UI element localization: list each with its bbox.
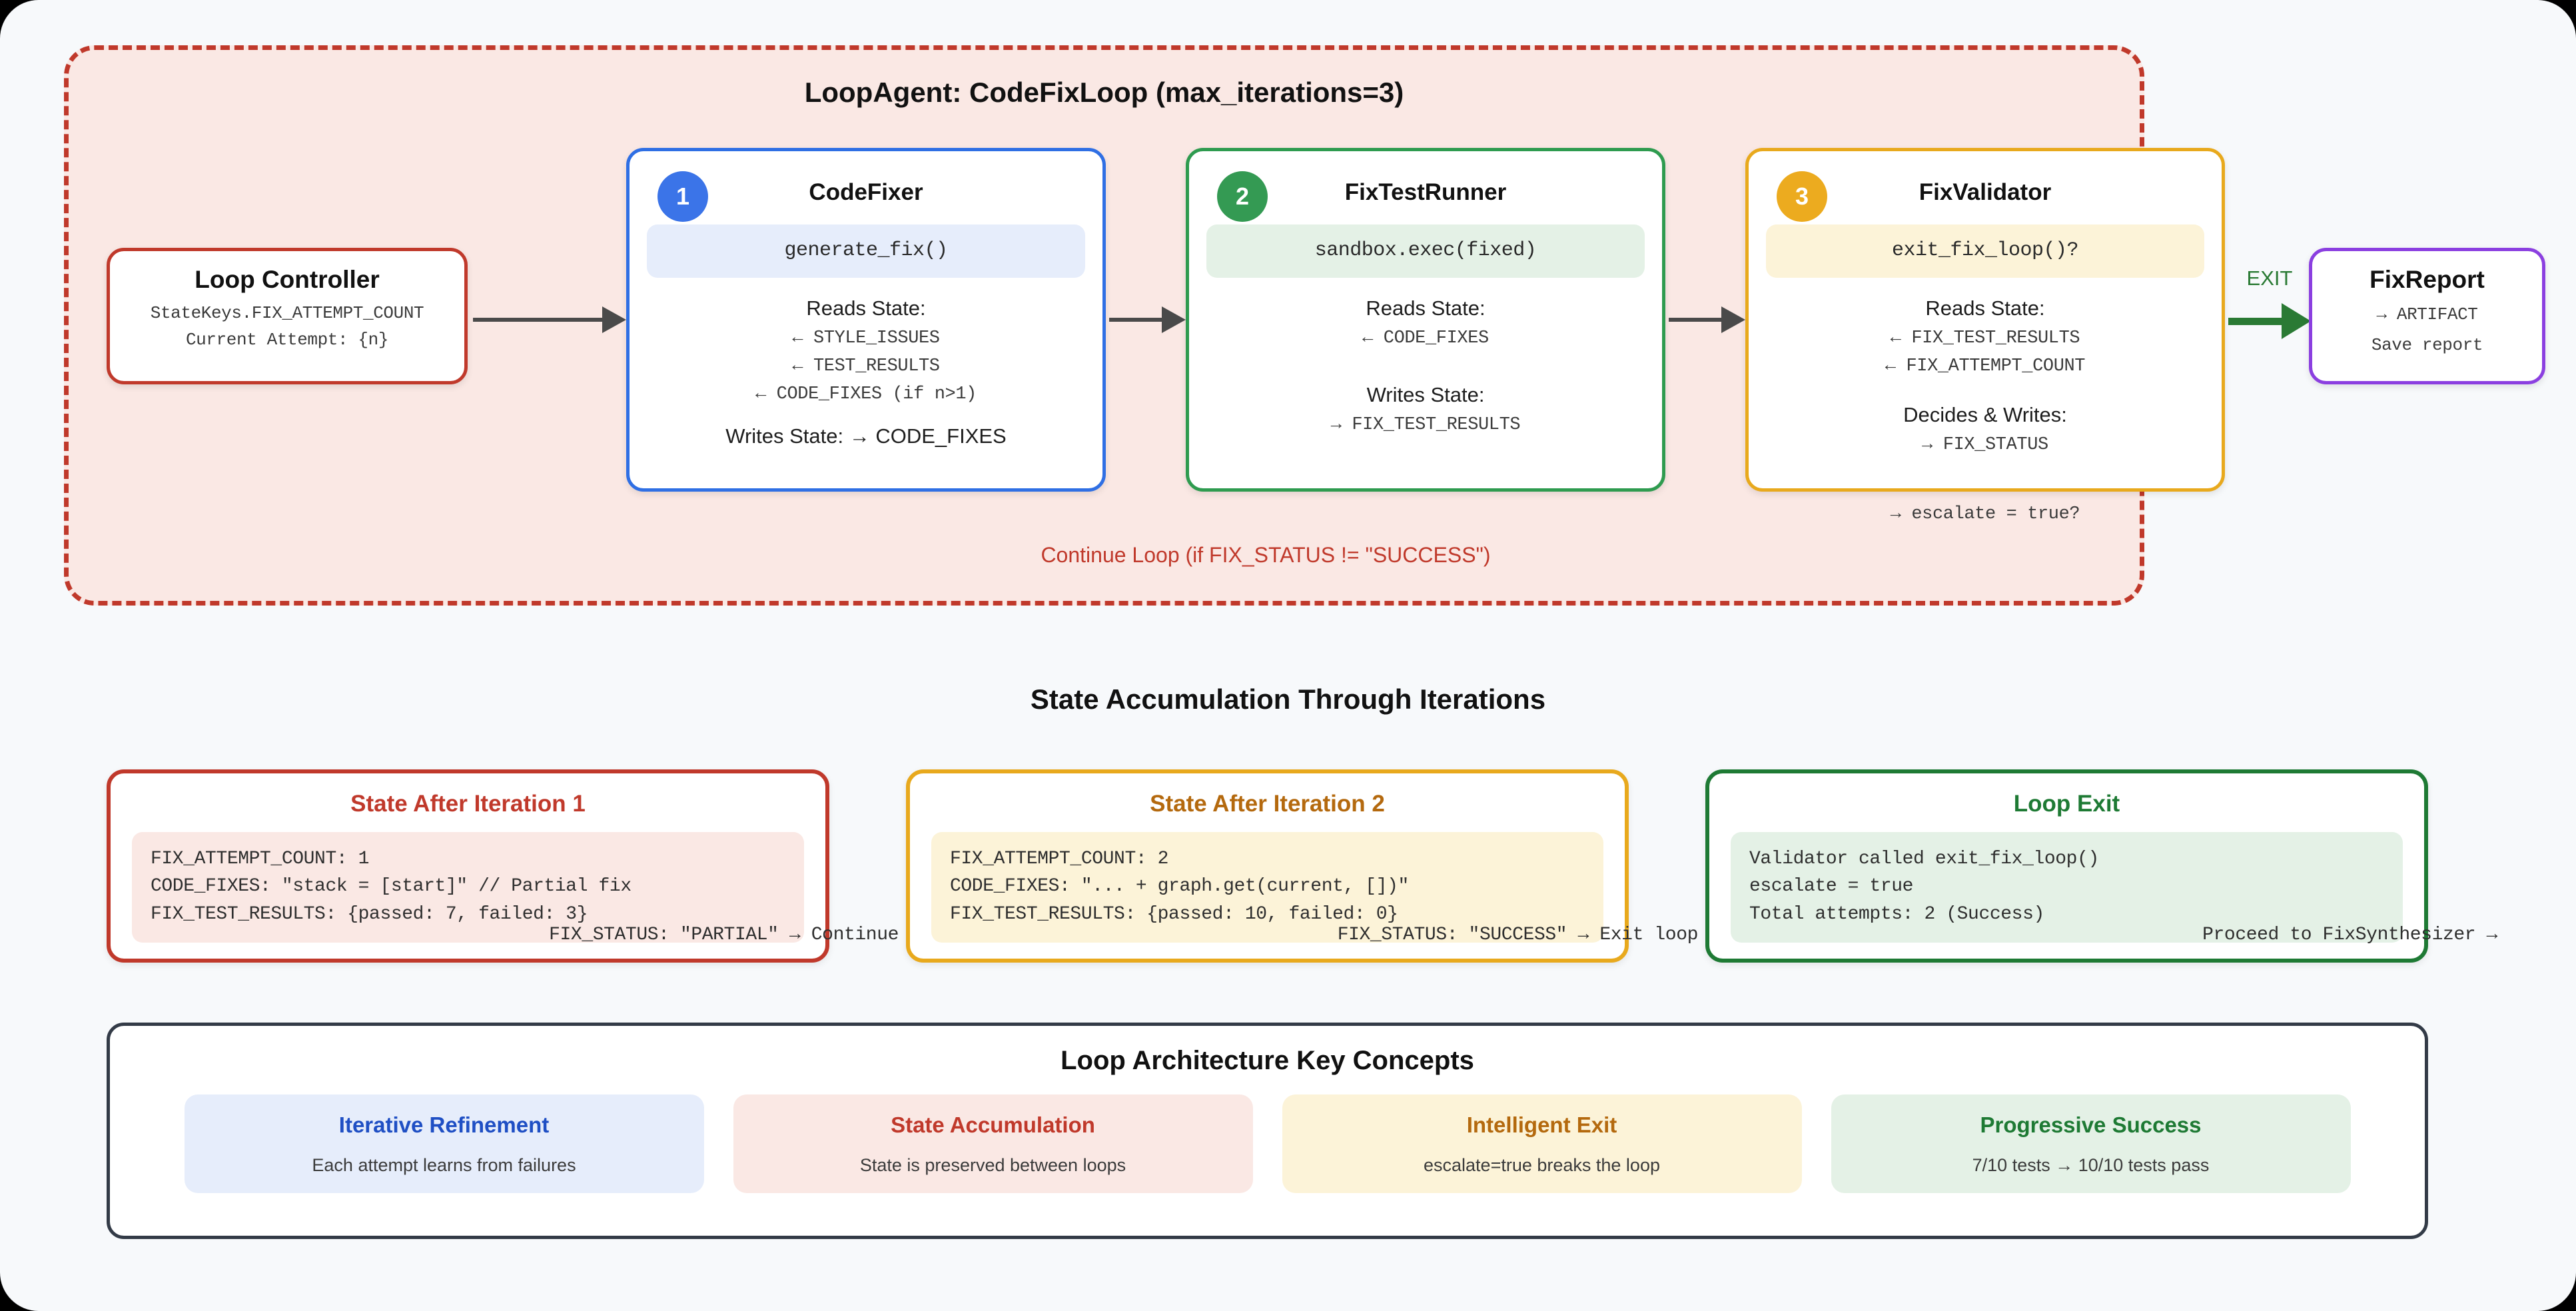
- arrow-head: [1721, 306, 1745, 333]
- fixreport-save: Save report: [2371, 335, 2483, 355]
- state-line: FIX_ATTEMPT_COUNT: 2: [950, 849, 1169, 869]
- step-badge-3: 3: [1777, 171, 1827, 222]
- step-badge-1: 1: [657, 171, 708, 222]
- reads-state-label: Reads State:: [1366, 296, 1486, 320]
- concept-subtitle: escalate=true breaks the loop: [1424, 1154, 1660, 1175]
- concept-title: Intelligent Exit: [1466, 1112, 1617, 1137]
- state-card-title: State After Iteration 2: [1150, 791, 1385, 817]
- state-card-iteration-1: State After Iteration 1 FIX_ATTEMPT_COUN…: [107, 769, 899, 963]
- concept-title: Progressive Success: [1980, 1112, 2202, 1137]
- concept-card-intelligent-exit: Intelligent Exit escalate=true breaks th…: [1282, 1094, 1802, 1193]
- agent-header: 1 CodeFixer: [647, 151, 1085, 224]
- state-line: Validator called exit_fix_loop(): [1749, 849, 2099, 869]
- state-card-footer: FIX_STATUS: "SUCCESS" → Exit loop: [1337, 925, 1699, 945]
- agent-node-fixvalidator[interactable]: 3 FixValidator exit_fix_loop()? Reads St…: [1745, 148, 2225, 524]
- concept-card-progressive-success: Progressive Success 7/10 tests → 10/10 t…: [1831, 1094, 2351, 1193]
- concept-card-iterative-refinement: Iterative Refinement Each attempt learns…: [184, 1094, 704, 1193]
- key-concepts-title: Loop Architecture Key Concepts: [1061, 1046, 1474, 1075]
- arrow-head: [2282, 303, 2311, 339]
- arrow-head: [1162, 306, 1186, 333]
- state-card-iteration-2: State After Iteration 2 FIX_ATTEMPT_COUN…: [906, 769, 1698, 963]
- reads-state-item: ← FIX_TEST_RESULTS: [1890, 328, 2080, 348]
- reads-state-item: ← FIX_ATTEMPT_COUNT: [1885, 356, 2086, 376]
- loop-title: LoopAgent: CodeFixLoop (max_iterations=3…: [804, 77, 1404, 108]
- arrow-head: [602, 306, 626, 333]
- state-section-title: State Accumulation Through Iterations: [1030, 683, 1546, 715]
- agent-node-fixtestrunner[interactable]: 2 FixTestRunner sandbox.exec(fixed) Read…: [1186, 148, 1665, 492]
- reads-state-label: Reads State:: [1925, 296, 2045, 320]
- agent-header: 3 FixValidator: [1766, 151, 2204, 224]
- state-card-title: Loop Exit: [2013, 791, 2120, 817]
- exit-label: EXIT: [2246, 266, 2293, 290]
- state-line: FIX_TEST_RESULTS: {passed: 10, failed: 0…: [950, 903, 1398, 925]
- key-concepts-row: Iterative Refinement Each attempt learns…: [110, 1094, 2425, 1193]
- reads-state-item: ← CODE_FIXES (if n>1): [755, 384, 977, 404]
- reads-state-label: Reads State:: [806, 296, 926, 320]
- state-line: CODE_FIXES: "... + graph.get(current, []…: [950, 876, 1409, 897]
- state-line: Total attempts: 2 (Success): [1749, 903, 2044, 925]
- state-line: escalate = true: [1749, 876, 1914, 897]
- escalate-overflow-line: → escalate = true?: [1890, 504, 2080, 524]
- state-card-title: State After Iteration 1: [350, 791, 586, 817]
- state-line: CODE_FIXES: "stack = [start]" // Partial…: [151, 876, 632, 897]
- state-card-loop-exit: Loop Exit Validator called exit_fix_loop…: [1705, 769, 2497, 963]
- agent-title-codefixer: CodeFixer: [809, 179, 923, 205]
- function-chip-exit-fix-loop[interactable]: exit_fix_loop()?: [1766, 224, 2204, 278]
- fixreport-artifact: → ARTIFACT: [2376, 304, 2478, 324]
- state-line: FIX_TEST_RESULTS: {passed: 7, failed: 3}: [151, 903, 588, 925]
- concept-card-state-accumulation: State Accumulation State is preserved be…: [733, 1094, 1253, 1193]
- state-card-body: FIX_ATTEMPT_COUNT: 1 CODE_FIXES: "stack …: [132, 832, 804, 943]
- concept-title: Iterative Refinement: [338, 1112, 550, 1137]
- state-card-body: FIX_ATTEMPT_COUNT: 2 CODE_FIXES: "... + …: [931, 832, 1603, 943]
- loop-controller-statekey: StateKeys.FIX_ATTEMPT_COUNT: [150, 303, 424, 323]
- loop-controller-node[interactable]: Loop Controller StateKeys.FIX_ATTEMPT_CO…: [107, 248, 468, 384]
- concept-subtitle: Each attempt learns from failures: [312, 1154, 576, 1175]
- loop-controller-title: Loop Controller: [195, 266, 380, 293]
- step-badge-2: 2: [1217, 171, 1268, 222]
- loop-controller-attempt: Current Attempt: {n}: [185, 330, 389, 350]
- fixreport-node[interactable]: FixReport → ARTIFACT Save report: [2309, 248, 2545, 384]
- state-card-footer: FIX_STATUS: "PARTIAL" → Continue: [549, 925, 899, 945]
- writes-state-label: Writes State:: [1366, 383, 1485, 406]
- writes-state-inline: Writes State: → CODE_FIXES: [725, 424, 1007, 448]
- concept-subtitle: State is preserved between loops: [859, 1154, 1126, 1175]
- state-card-body: Validator called exit_fix_loop() escalat…: [1731, 832, 2403, 943]
- arrow-shaft: [1109, 318, 1162, 322]
- function-chip-sandbox-exec[interactable]: sandbox.exec(fixed): [1206, 224, 1645, 278]
- function-chip-generate-fix[interactable]: generate_fix(): [647, 224, 1085, 278]
- arrow-shaft: [473, 318, 602, 322]
- concept-subtitle: 7/10 tests → 10/10 tests pass: [1972, 1154, 2210, 1175]
- agent-node-codefixer[interactable]: 1 CodeFixer generate_fix() Reads State: …: [626, 148, 1106, 492]
- agent-title-fixvalidator: FixValidator: [1919, 179, 2052, 205]
- continue-loop-label: Continue Loop (if FIX_STATUS != "SUCCESS…: [1041, 543, 1491, 567]
- arrow-shaft: [1669, 318, 1721, 322]
- reads-state-item: ← STYLE_ISSUES: [792, 328, 940, 348]
- state-card-footer: Proceed to FixSynthesizer →: [2202, 925, 2497, 945]
- agent-header: 2 FixTestRunner: [1206, 151, 1645, 224]
- key-concepts-panel: Loop Architecture Key Concepts Iterative…: [107, 1023, 2428, 1239]
- writes-state-item: → FIX_TEST_RESULTS: [1330, 415, 1521, 435]
- fixreport-title: FixReport: [2369, 266, 2485, 293]
- arrow-shaft: [2228, 318, 2282, 325]
- reads-state-item: ← CODE_FIXES: [1362, 328, 1489, 348]
- decides-writes-label: Decides & Writes:: [1903, 403, 2067, 426]
- reads-state-item: ← TEST_RESULTS: [792, 356, 940, 376]
- concept-title: State Accumulation: [891, 1112, 1095, 1137]
- writes-state-item: → FIX_STATUS: [1922, 435, 2048, 455]
- state-line: FIX_ATTEMPT_COUNT: 1: [151, 849, 370, 869]
- agent-title-fixtestrunner: FixTestRunner: [1344, 179, 1507, 205]
